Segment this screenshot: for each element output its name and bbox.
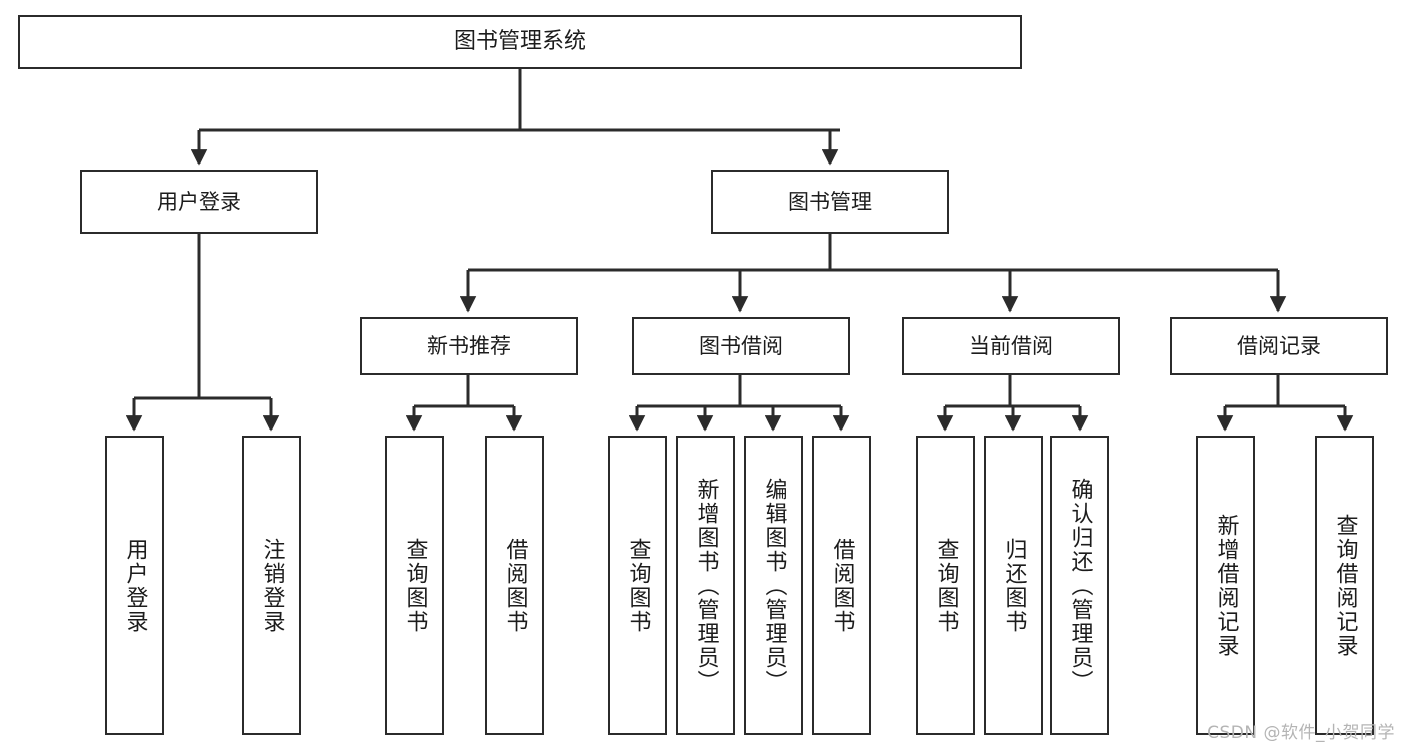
leaf-current-query-book[interactable]: 查询图书 bbox=[916, 436, 975, 735]
node-new-book-recommendation[interactable]: 新书推荐 bbox=[360, 317, 578, 375]
watermark-text: CSDN @软件_小贺同学 bbox=[1207, 723, 1395, 743]
node-label: 用户登录 bbox=[157, 189, 241, 214]
node-label: 查询图书 bbox=[625, 537, 651, 634]
node-borrow-records[interactable]: 借阅记录 bbox=[1170, 317, 1388, 375]
node-label: 当前借阅 bbox=[969, 333, 1053, 358]
node-label: 借阅记录 bbox=[1237, 333, 1321, 358]
node-label: 查询图书 bbox=[402, 537, 428, 634]
node-book-management[interactable]: 图书管理 bbox=[711, 170, 949, 234]
node-label: 新增借阅记录 bbox=[1213, 513, 1239, 658]
node-root-book-management-system[interactable]: 图书管理系统 bbox=[18, 15, 1022, 69]
node-book-borrowing[interactable]: 图书借阅 bbox=[632, 317, 850, 375]
node-user-login[interactable]: 用户登录 bbox=[80, 170, 318, 234]
leaf-records-add-record[interactable]: 新增借阅记录 bbox=[1196, 436, 1255, 735]
leaf-new-books-query-book[interactable]: 查询图书 bbox=[385, 436, 444, 735]
node-label: 查询借阅记录 bbox=[1332, 513, 1358, 658]
leaf-new-books-borrow-book[interactable]: 借阅图书 bbox=[485, 436, 544, 735]
leaf-user-login-login[interactable]: 用户登录 bbox=[105, 436, 164, 735]
leaf-user-login-logout[interactable]: 注销登录 bbox=[242, 436, 301, 735]
node-label: 图书借阅 bbox=[699, 333, 783, 358]
node-label: 编辑图书（管理员） bbox=[761, 477, 787, 694]
node-label: 查询图书 bbox=[933, 537, 959, 634]
node-label: 借阅图书 bbox=[829, 537, 855, 634]
leaf-current-return-book[interactable]: 归还图书 bbox=[984, 436, 1043, 735]
node-label: 新增图书（管理员） bbox=[693, 477, 719, 694]
node-label: 确认归还（管理员） bbox=[1067, 477, 1093, 694]
node-label: 用户登录 bbox=[122, 537, 148, 634]
leaf-current-confirm-return-admin[interactable]: 确认归还（管理员） bbox=[1050, 436, 1109, 735]
node-label: 新书推荐 bbox=[427, 333, 511, 358]
node-label: 注销登录 bbox=[259, 537, 285, 634]
node-label: 归还图书 bbox=[1001, 537, 1027, 634]
leaf-borrow-edit-book-admin[interactable]: 编辑图书（管理员） bbox=[744, 436, 803, 735]
leaf-borrow-borrow-book[interactable]: 借阅图书 bbox=[812, 436, 871, 735]
leaf-borrow-query-book[interactable]: 查询图书 bbox=[608, 436, 667, 735]
node-current-borrowing[interactable]: 当前借阅 bbox=[902, 317, 1120, 375]
node-label: 借阅图书 bbox=[502, 537, 528, 634]
node-label: 图书管理 bbox=[788, 189, 872, 214]
node-label: 图书管理系统 bbox=[453, 29, 586, 55]
leaf-borrow-add-book-admin[interactable]: 新增图书（管理员） bbox=[676, 436, 735, 735]
leaf-records-query-record[interactable]: 查询借阅记录 bbox=[1315, 436, 1374, 735]
